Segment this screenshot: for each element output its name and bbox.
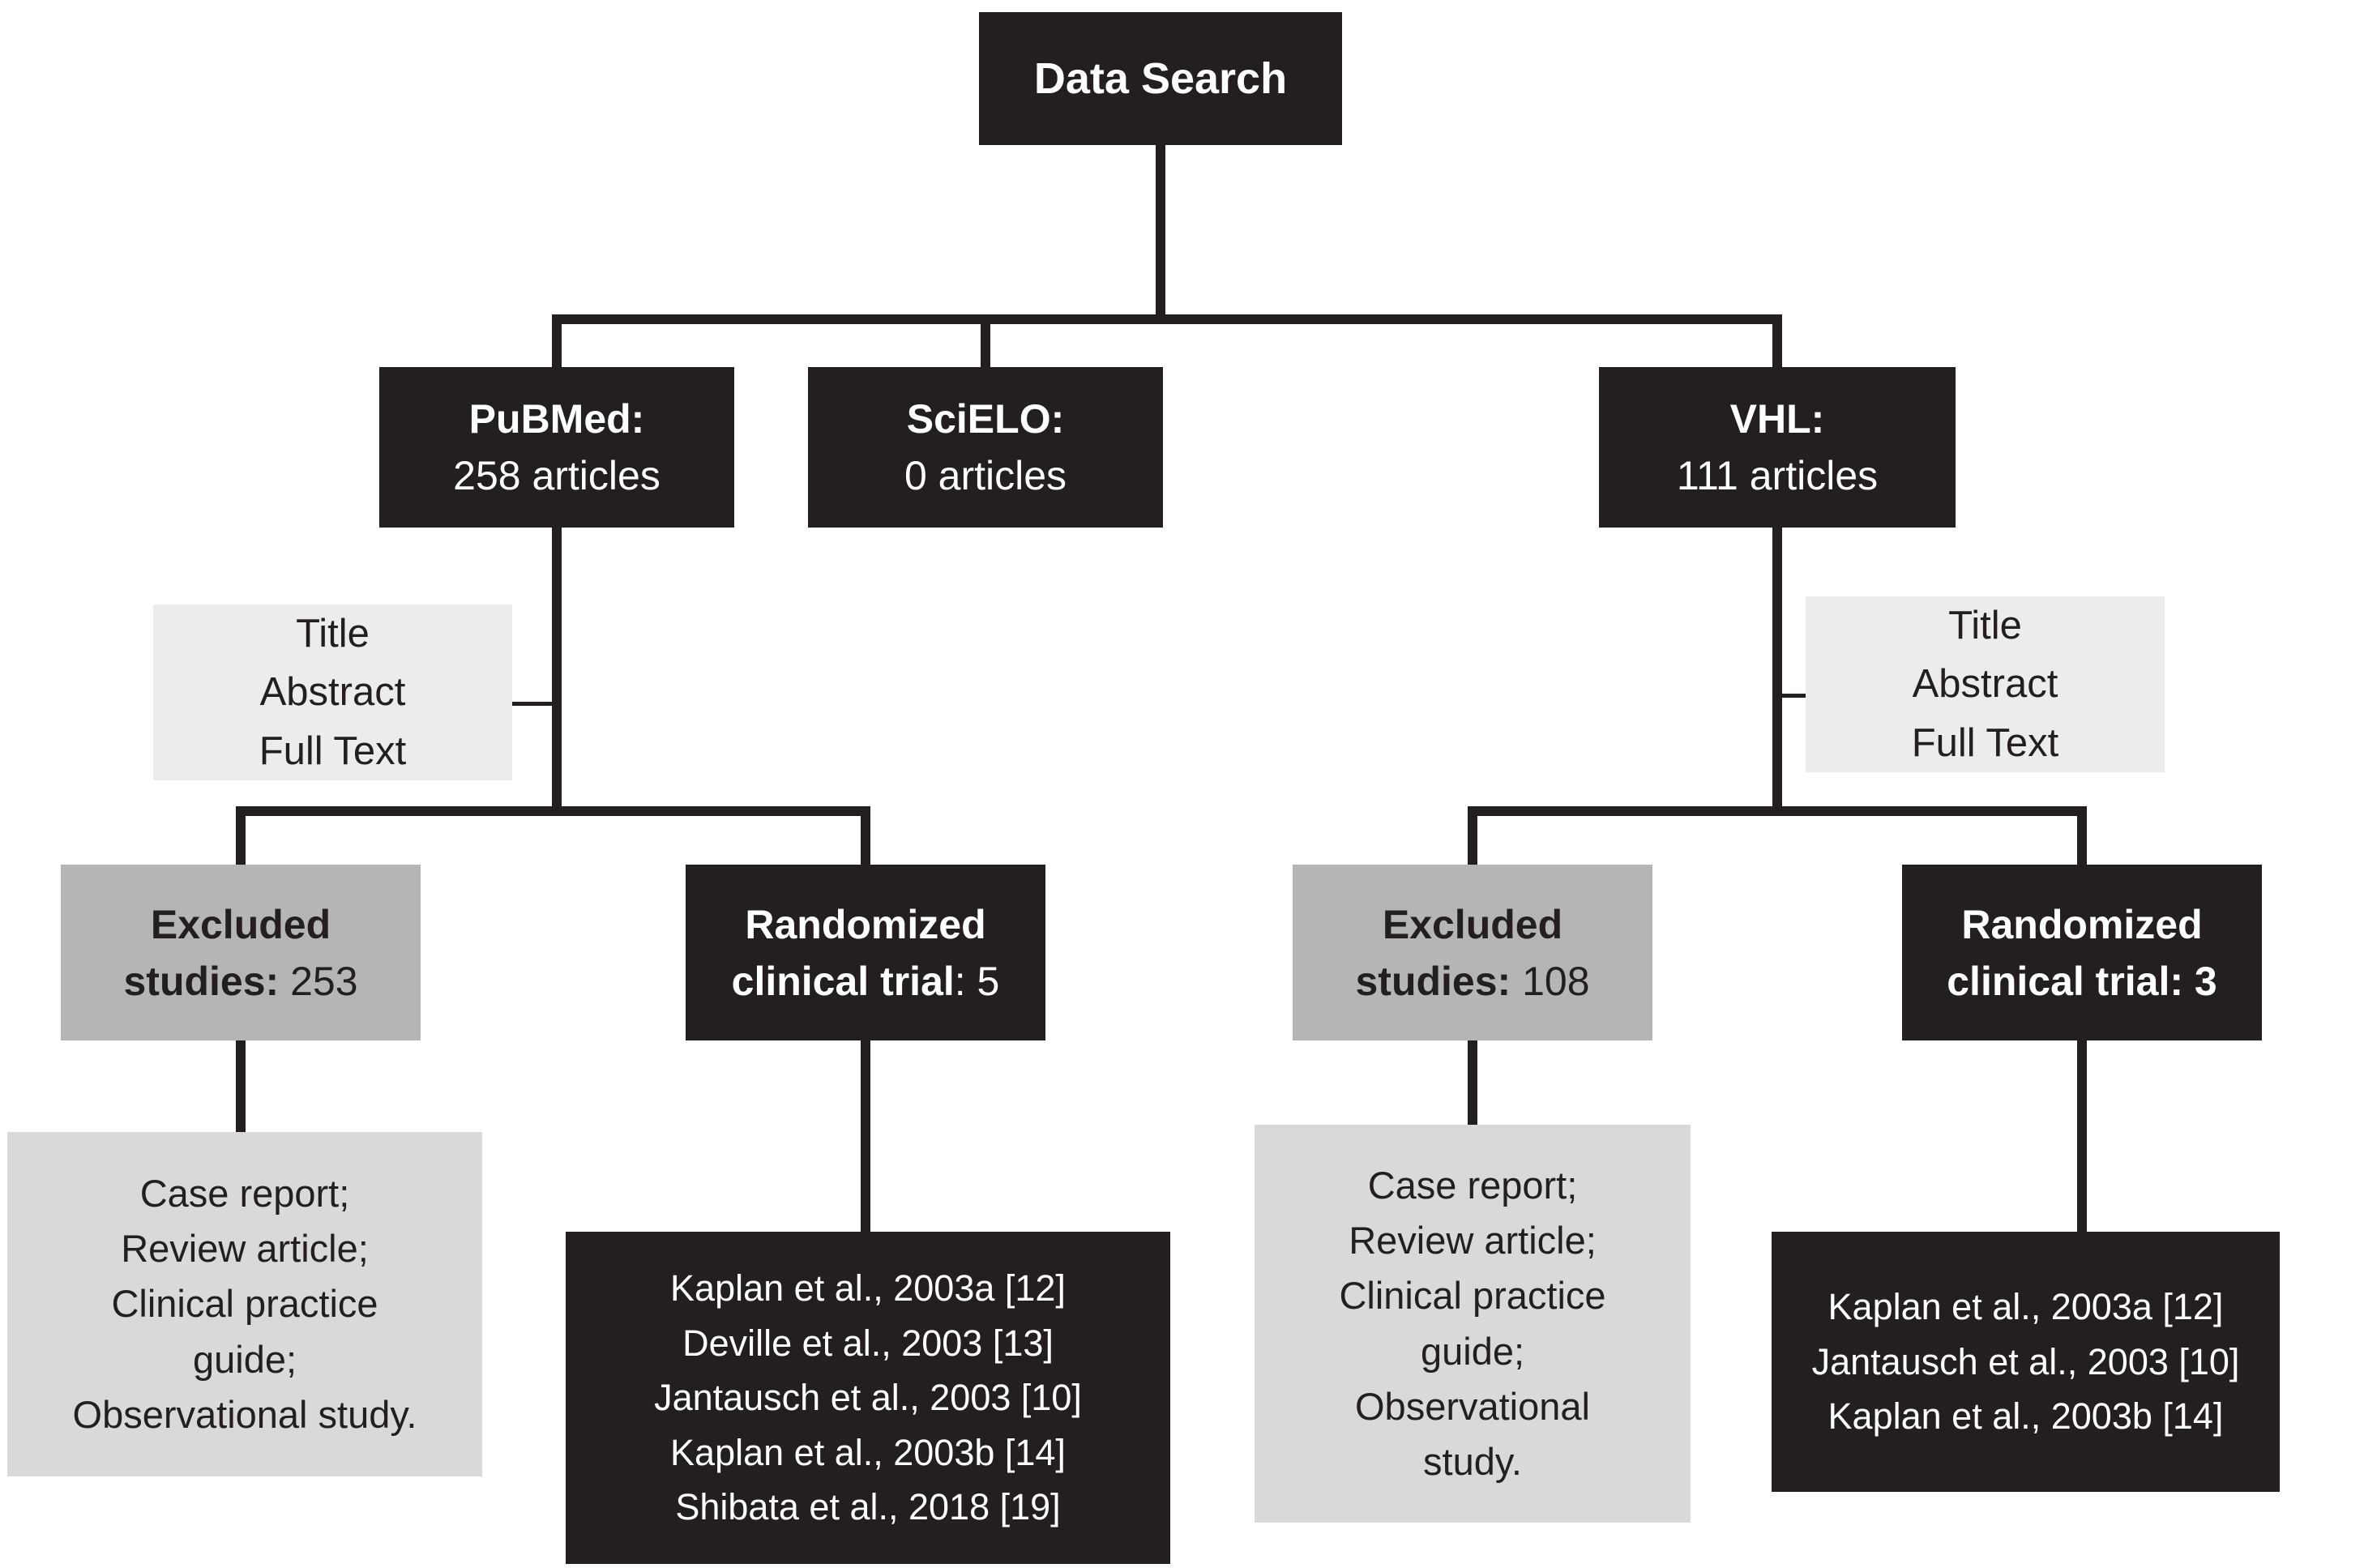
connector-stub-rct-left xyxy=(861,811,870,865)
rct-right-box: Randomized clinical trial: 3 xyxy=(1902,865,2262,1040)
references-right-box: Kaplan et al., 2003a [12] Jantausch et a… xyxy=(1772,1232,2280,1492)
rct-left-count: : 5 xyxy=(954,958,1000,1004)
vhl-count: 111 articles xyxy=(1676,453,1879,498)
screening-left-line-abstract: Abstract xyxy=(259,670,406,715)
excluded-right-count: 108 xyxy=(1511,958,1590,1004)
connector-rct-right-down xyxy=(2077,1040,2087,1232)
excluded-studies-right-box: Excluded studies: 108 xyxy=(1293,865,1652,1040)
connector-stub-excluded-left xyxy=(236,811,246,865)
screening-box-left: Title Abstract Full Text xyxy=(153,605,512,780)
rct-right-line2: clinical trial: 3 xyxy=(1947,953,2217,1010)
excluded-left-line1: Excluded xyxy=(150,901,331,947)
scielo-name: SciELO: xyxy=(906,396,1065,442)
reasons-right-line1: Case report; xyxy=(1367,1164,1578,1207)
excluded-left-count: 253 xyxy=(279,958,358,1004)
excluded-studies-left-box: Excluded studies: 253 xyxy=(61,865,421,1040)
refs-left-line2: Deville et al., 2003 [13] xyxy=(682,1322,1054,1364)
screening-left-line-title: Title xyxy=(296,611,370,656)
pubmed-box: PuBMed: 258 articles xyxy=(379,367,734,528)
connector-stub-vhl xyxy=(1772,321,1782,367)
references-left-box: Kaplan et al., 2003a [12] Deville et al.… xyxy=(566,1232,1170,1564)
connector-excluded-left-down xyxy=(236,1040,246,1132)
connector-sources-horizontal xyxy=(552,314,1782,324)
pubmed-name: PuBMed: xyxy=(468,396,645,442)
reasons-left-line1: Case report; xyxy=(139,1172,350,1216)
excluded-left-line2: studies: 253 xyxy=(123,953,357,1010)
connector-stub-pubmed xyxy=(552,321,562,367)
connector-right-screening-tick xyxy=(1779,694,1806,698)
connector-stub-rct-right xyxy=(2077,811,2087,865)
connector-right-vertical xyxy=(1772,528,1782,811)
screening-right-line-abstract: Abstract xyxy=(1912,662,2058,707)
excluded-right-label: studies: xyxy=(1355,958,1511,1004)
refs-left-line1: Kaplan et al., 2003a [12] xyxy=(670,1267,1066,1310)
screening-box-right: Title Abstract Full Text xyxy=(1806,596,2165,772)
refs-right-line1: Kaplan et al., 2003a [12] xyxy=(1828,1286,2224,1328)
reasons-right-line4: guide; xyxy=(1420,1329,1525,1373)
reasons-right-line2: Review article; xyxy=(1349,1219,1597,1263)
rct-left-box: Randomized clinical trial: 5 xyxy=(686,865,1045,1040)
scielo-count: 0 articles xyxy=(904,453,1067,498)
reasons-left-line3: Clinical practice xyxy=(111,1282,378,1326)
rct-left-line1: Randomized xyxy=(745,901,986,947)
screening-right-line-fulltext: Full Text xyxy=(1911,720,2059,765)
connector-root-vertical xyxy=(1156,145,1165,324)
vhl-name: VHL: xyxy=(1729,396,1825,442)
scielo-box: SciELO: 0 articles xyxy=(808,367,1163,528)
reasons-right-line5: Observational xyxy=(1355,1384,1590,1428)
rct-right-line1: Randomized xyxy=(1961,901,2203,947)
connector-left-branch-horizontal xyxy=(236,806,870,816)
excluded-right-line2: studies: 108 xyxy=(1355,953,1589,1010)
excluded-right-line1: Excluded xyxy=(1382,901,1563,947)
reasons-right-line3: Clinical practice xyxy=(1339,1274,1606,1318)
connector-left-vertical xyxy=(552,528,562,811)
connector-excluded-right-down xyxy=(1468,1040,1477,1125)
refs-left-line3: Jantausch et al., 2003 [10] xyxy=(654,1377,1082,1419)
connector-stub-excluded-right xyxy=(1468,811,1477,865)
exclusion-reasons-right-box: Case report; Review article; Clinical pr… xyxy=(1255,1125,1691,1523)
refs-left-line5: Shibata et al., 2018 [19] xyxy=(675,1486,1061,1528)
screening-right-line-title: Title xyxy=(1948,603,2022,647)
refs-right-line3: Kaplan et al., 2003b [14] xyxy=(1828,1395,2224,1438)
rct-left-label: clinical trial xyxy=(731,958,955,1004)
connector-stub-scielo xyxy=(981,321,990,367)
data-search-label: Data Search xyxy=(1033,54,1288,103)
reasons-left-line5: Observational study. xyxy=(72,1392,417,1436)
excluded-left-label: studies: xyxy=(123,958,280,1004)
rct-left-line2: clinical trial: 5 xyxy=(732,953,1000,1010)
reasons-left-line2: Review article; xyxy=(121,1227,369,1271)
connector-right-branch-horizontal xyxy=(1468,806,2087,816)
reasons-left-line4: guide; xyxy=(192,1337,297,1381)
refs-right-line2: Jantausch et al., 2003 [10] xyxy=(1811,1340,2240,1382)
data-search-box: Data Search xyxy=(979,12,1342,145)
refs-left-line4: Kaplan et al., 2003b [14] xyxy=(670,1431,1066,1473)
pubmed-count: 258 articles xyxy=(453,453,660,498)
connector-rct-left-down xyxy=(861,1040,870,1232)
connector-left-screening-tick xyxy=(512,702,557,706)
reasons-right-line6: study. xyxy=(1423,1439,1522,1483)
exclusion-reasons-left-box: Case report; Review article; Clinical pr… xyxy=(7,1132,482,1476)
vhl-box: VHL: 111 articles xyxy=(1599,367,1956,528)
rct-right-label: clinical trial: 3 xyxy=(1947,958,2217,1004)
screening-left-line-fulltext: Full Text xyxy=(259,728,407,773)
